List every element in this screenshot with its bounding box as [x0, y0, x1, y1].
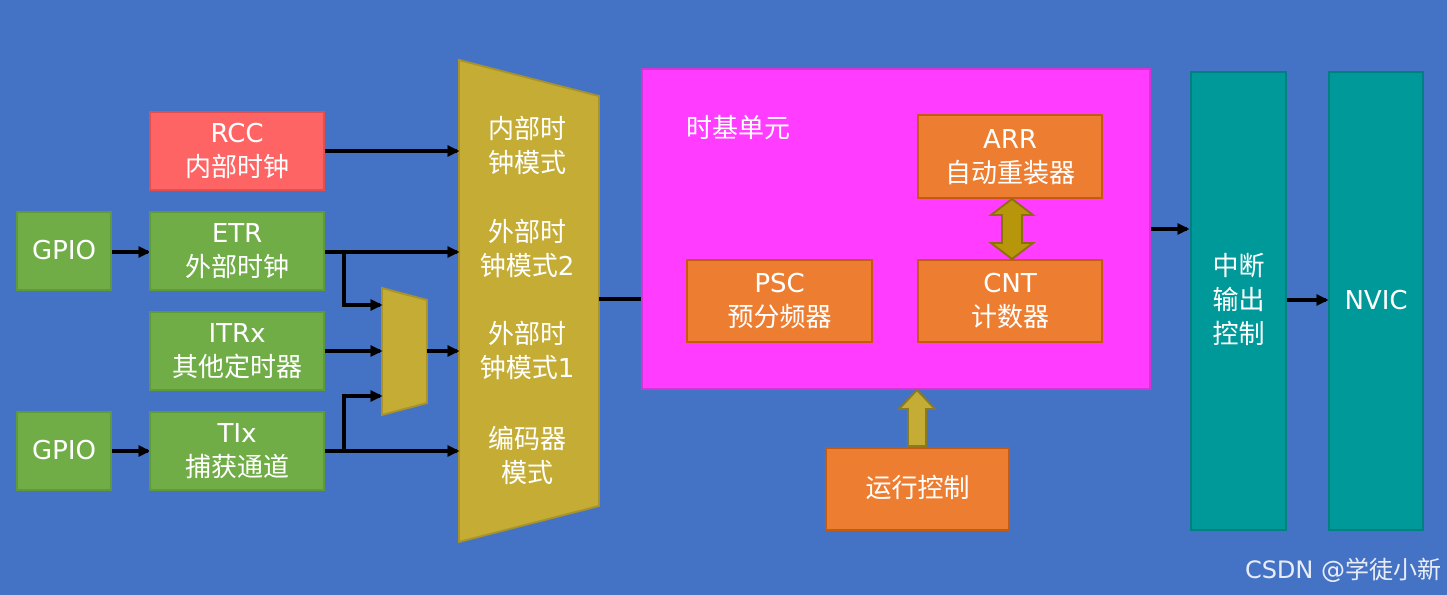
gpio-label: GPIO [32, 236, 96, 266]
mux-mode-encoder: 编码器 模式 [487, 425, 566, 489]
itrx-other-timers-box: ITRx 其他定时器 [149, 311, 325, 391]
capture-channel-label: 捕获通道 [184, 453, 289, 483]
clock-mode-mux-shape [458, 58, 600, 544]
gpio-etr-box: GPIO [16, 211, 112, 291]
rcc-label: RCC [210, 119, 264, 149]
run-control-label: 运行控制 [865, 474, 970, 504]
rcc-internal-clock-box: RCC 内部时钟 [149, 111, 325, 191]
arr-auto-reload-box: ARR 自动重装器 [917, 114, 1103, 199]
psc-label: PSC [754, 269, 805, 299]
cnt-counter-box: CNT 计数器 [917, 259, 1103, 343]
internal-clock-label: 内部时钟 [184, 153, 289, 183]
arrow-tix-to-small-mux [342, 390, 383, 451]
mux-mode-external-clock-1: 外部时 钟模式1 [479, 320, 575, 384]
nvic-box: NVIC [1328, 71, 1424, 531]
psc-prescaler-box: PSC 预分频器 [686, 259, 873, 343]
mux-mode-internal-clock: 内部时 钟模式 [487, 115, 566, 179]
gpio-label: GPIO [32, 436, 96, 466]
arr-cnt-double-arrow [988, 197, 1036, 261]
nvic-label: NVIC [1344, 286, 1408, 316]
mux-mode-external-clock-2: 外部时 钟模式2 [479, 218, 575, 282]
gpio-tix-box: GPIO [16, 411, 112, 491]
itrx-label: ITRx [208, 319, 266, 349]
counter-label: 计数器 [970, 303, 1049, 333]
etr-external-clock-box: ETR 外部时钟 [149, 211, 325, 291]
run-control-box: 运行控制 [825, 447, 1010, 531]
arr-label: ARR [983, 124, 1037, 155]
time-base-unit-title: 时基单元 [686, 114, 791, 144]
external-clock-label: 外部时钟 [184, 253, 289, 283]
tix-label: TIx [217, 419, 257, 449]
interrupt-output-control-box: 中断 输出 控制 [1190, 71, 1287, 531]
prescaler-label: 预分频器 [727, 303, 832, 333]
auto-reload-label: 自动重装器 [944, 158, 1075, 189]
trigger-mux-shape [381, 286, 428, 417]
etr-label: ETR [211, 219, 263, 249]
arrow-etr-to-small-mux [342, 252, 383, 311]
other-timers-label: 其他定时器 [171, 353, 302, 383]
tix-capture-channel-box: TIx 捕获通道 [149, 411, 325, 491]
run-control-up-arrow [896, 388, 938, 447]
cnt-label: CNT [983, 269, 1037, 299]
csdn-watermark: CSDN @学徒小新 [1244, 556, 1441, 584]
